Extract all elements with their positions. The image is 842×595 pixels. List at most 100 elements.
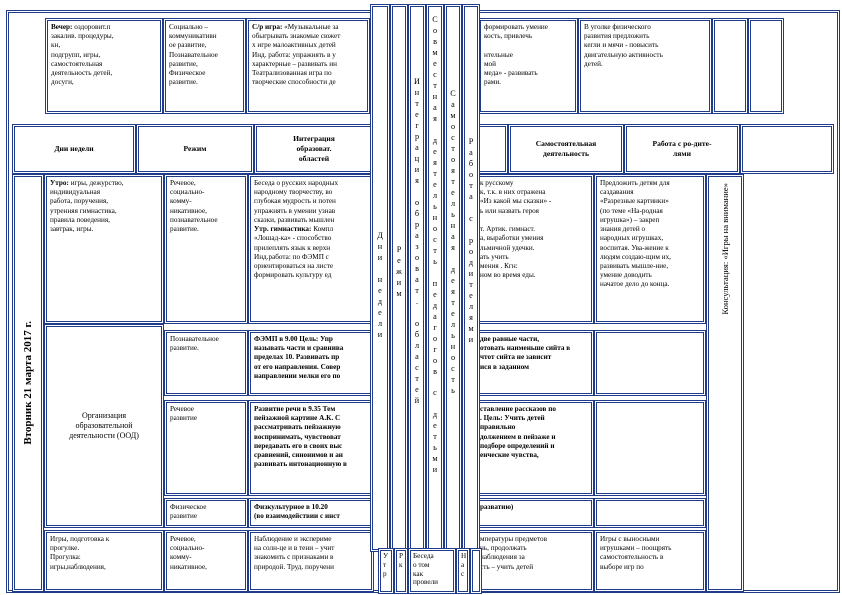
overlay-letter: с: [433, 234, 437, 244]
overlay-letter: т: [469, 279, 473, 289]
overlay-letter: е: [469, 290, 473, 300]
overlay-letter: б: [414, 329, 420, 339]
overlay-letter: о: [414, 252, 420, 262]
day-label-cell: Вторник 21 марта 2017 г.: [12, 174, 44, 592]
overlay-letter: о: [450, 352, 456, 362]
overlay-letter: [411, 308, 423, 319]
header-right-blank: [740, 124, 834, 174]
overlay-letter: л: [450, 319, 456, 329]
morning-independent-cell: Предложить детям для саздавания «Разрезн…: [594, 174, 706, 324]
morning-text: игры, дежурство, индивидуальная работа, …: [50, 179, 124, 234]
overlay-letter: е: [433, 289, 437, 299]
overlay-letter: и: [414, 164, 420, 174]
overlay-bottom-e: [470, 548, 482, 594]
overlay-letter: я: [469, 312, 473, 322]
fempp-text: ФЭМП в 9.00 Цель: Упр называть части и с…: [254, 335, 344, 380]
morning-content-cell: Беседа о русских народных народному твор…: [248, 174, 374, 324]
evening-parents-cell: [712, 18, 748, 114]
overlay-letter: а: [433, 102, 437, 112]
morning-gym-text: Компл «Лошад-ка» - способство прилеплять…: [254, 225, 334, 280]
overlay-letter: е: [415, 109, 419, 119]
overlay-letter: а: [433, 311, 437, 321]
evening-right-text: формировать умение кость, привлечь нтель…: [484, 23, 548, 87]
overlay-letter: т: [415, 285, 419, 295]
ood-label-cell: Организация образовательной деятельности…: [44, 324, 164, 528]
fempp-content-cell: ФЭМП в 9.00 Цель: Упр называть части и с…: [248, 330, 374, 396]
overlay-letter: л: [432, 190, 438, 200]
overlay-letter: [465, 203, 477, 214]
overlay-letter: с: [433, 69, 437, 79]
overlay-bottom-a: У т р: [378, 548, 394, 594]
speech-text: Развитие речи в 9.35 Тем пейзажной карти…: [254, 405, 347, 469]
overlay-letter: й: [414, 395, 420, 405]
overlay-letter: н: [432, 212, 438, 222]
consult-cell: Консультация: «Игры на внимание»: [706, 174, 744, 592]
overlay-letter: ь: [433, 201, 437, 211]
overlay-letter: о: [468, 246, 474, 256]
overlay-letter: л: [414, 340, 420, 350]
phys-content-cell: Физкультурное в 10.20 (во взаимодействии…: [248, 498, 374, 528]
morning-independent: Предложить детям для саздавания «Разрезн…: [600, 179, 671, 289]
evening-areas: Социально – коммуникативн ое развитие, П…: [169, 23, 218, 87]
walk-independent: Игры с выносными игрушками – поощрять са…: [600, 535, 672, 571]
overlay-letter: т: [415, 373, 419, 383]
fempp-area: Познавательное развитие.: [170, 335, 219, 353]
overlay-letter: а: [469, 147, 473, 157]
morning-regime-cell: Утро: игры, дежурство, индивидуальная ра…: [44, 174, 164, 324]
overlay-letter: д: [377, 296, 383, 306]
speech-right-cell: ставление рассказов по . Цель: Учить дет…: [474, 400, 594, 496]
morning-right-cell: к русскому к, т.к. в них отражена «Из ка…: [474, 174, 594, 324]
overlay-letter: ь: [451, 209, 455, 219]
overlay-letter: о: [450, 121, 456, 131]
overlay-letter: м: [450, 110, 456, 120]
overlay-letter: ь: [433, 443, 437, 453]
overlay-letter: [429, 377, 441, 388]
phys-right-cell: разватию): [474, 498, 594, 528]
overlay-bottom-c-text: Беседа о том как провели: [413, 552, 439, 587]
evening-independent-cell: В уголке физического развития предложить…: [578, 18, 712, 114]
overlay-letter: а: [415, 230, 419, 240]
speech-right: ставление рассказов по . Цель: Учить дет…: [480, 405, 556, 460]
walk-independent-cell: Игры с выносными игрушками – поощрять са…: [594, 530, 706, 592]
overlay-letter: а: [451, 231, 455, 241]
walk-areas: Речевое, социально- комму- никативное,: [170, 535, 207, 571]
overlay-letter: е: [397, 255, 401, 265]
evening-game-cell: С/р игра: «Музыкальные за обыгрывать зна…: [246, 18, 370, 114]
overlay-letter: р: [414, 131, 420, 141]
overlay-letter: м: [432, 47, 438, 57]
overlay-letter: я: [415, 175, 419, 185]
header-day: Дни недели: [12, 124, 136, 174]
overlay-letter: о: [432, 223, 438, 233]
overlay-letter: а: [451, 99, 455, 109]
consult-label: Консультация: «Игры на внимание»: [719, 183, 730, 315]
phys-area: Физическое развитие: [170, 503, 207, 521]
overlay-letter: ц: [414, 153, 420, 163]
overlay-letter: о: [432, 355, 438, 365]
overlay-letter: т: [469, 180, 473, 190]
overlay-letter: е: [433, 146, 437, 156]
overlay-letter: о: [450, 154, 456, 164]
overlay-letter: т: [451, 297, 455, 307]
overlay-letter: н: [450, 341, 456, 351]
fempp-area-cell: Познавательное развитие.: [164, 330, 248, 396]
header-day-label: Дни недели: [54, 144, 94, 154]
overlay-bottom-b-text: Р к: [399, 552, 403, 569]
overlay-letter: н: [450, 220, 456, 230]
overlay-letter: м: [468, 323, 474, 333]
overlay-letter: я: [451, 242, 455, 252]
phys-independent-cell: [594, 498, 706, 528]
header-independent: Самостоятельная деятельность: [508, 124, 624, 174]
overlay-letter: е: [451, 308, 455, 318]
walk-text: Игры, подготовка к прогулке. Прогулка: и…: [50, 535, 110, 571]
overlay-letter: т: [451, 374, 455, 384]
overlay-letter: м: [396, 288, 402, 298]
overlay-letter: д: [468, 257, 474, 267]
overlay-letter: с: [451, 132, 455, 142]
